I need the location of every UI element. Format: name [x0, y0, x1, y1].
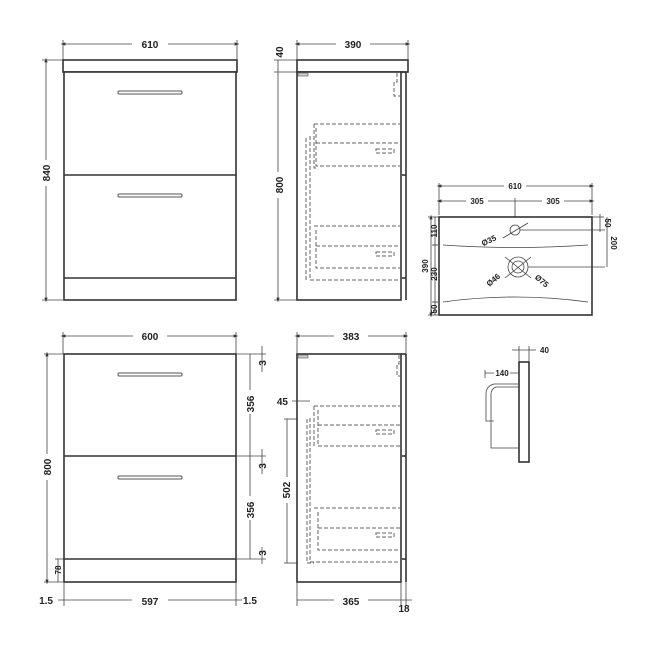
body-depth-label: 365 [343, 597, 360, 608]
basin-profile-view: 40 140 [484, 346, 549, 463]
width-label: 610 [142, 40, 159, 51]
basin-top-view: 610 305 305 Ø35 Ø46 Ø75 390 110 230 50 [421, 180, 618, 318]
basin-width-label: 610 [508, 182, 522, 191]
waste-inner [511, 260, 525, 274]
upper-drawer-height-label: 356 [246, 395, 257, 412]
tap-offset-right-label: 305 [546, 197, 560, 206]
basin-outline [438, 216, 593, 316]
drawer-offset-label: 45 [277, 397, 289, 408]
drawer-handle-upper [117, 90, 183, 95]
front-to-tap-label: 110 [430, 224, 439, 237]
right-waste-offset-label: 200 [609, 236, 618, 250]
height-label: 840 [42, 164, 53, 181]
unit-handle-upper [117, 372, 183, 377]
side-right-label: 1.5 [243, 596, 257, 607]
top-thickness-label: 40 [275, 46, 286, 58]
front-unit-view: 600 800 78 356 356 3 3 3 597 1.5 1 [39, 329, 269, 608]
gap-bottom-label: 3 [258, 550, 269, 556]
tap-to-waste-label: 230 [430, 267, 439, 281]
gap-top-label: 3 [258, 360, 269, 366]
depth-label: 390 [345, 40, 362, 51]
basin-top [62, 59, 238, 73]
bowl-depth-label: 140 [495, 369, 509, 378]
unit-body [63, 353, 237, 583]
plinth-label: 78 [54, 565, 63, 574]
front-thickness-label: 18 [398, 604, 410, 615]
side-unit-view: 383 45 502 365 18 [277, 329, 412, 615]
gap-mid-label: 3 [258, 463, 269, 469]
side-view-with-basin: 390 40 800 [272, 37, 411, 303]
body-height-label: 800 [275, 176, 286, 193]
right-top-offset-label: 50 [603, 219, 612, 228]
lower-drawer-height-label: 356 [246, 501, 257, 518]
basin-depth-label: 390 [421, 259, 430, 273]
tap-offset-left-label: 305 [470, 197, 484, 206]
rim-thickness-label: 40 [540, 346, 549, 355]
back-margin-label: 50 [430, 304, 439, 313]
front-view-with-basin: 610 840 [39, 37, 240, 303]
unit-width-label: 600 [142, 332, 159, 343]
unit-handle-lower [117, 475, 183, 480]
side-left-label: 1.5 [39, 596, 53, 607]
runner-length-label: 502 [282, 481, 293, 498]
unit-depth-label: 383 [343, 332, 360, 343]
cabinet-body [63, 71, 237, 301]
drawer-handle-lower [117, 193, 183, 198]
inner-width-label: 597 [142, 597, 159, 608]
unit-height-label: 800 [43, 458, 54, 475]
